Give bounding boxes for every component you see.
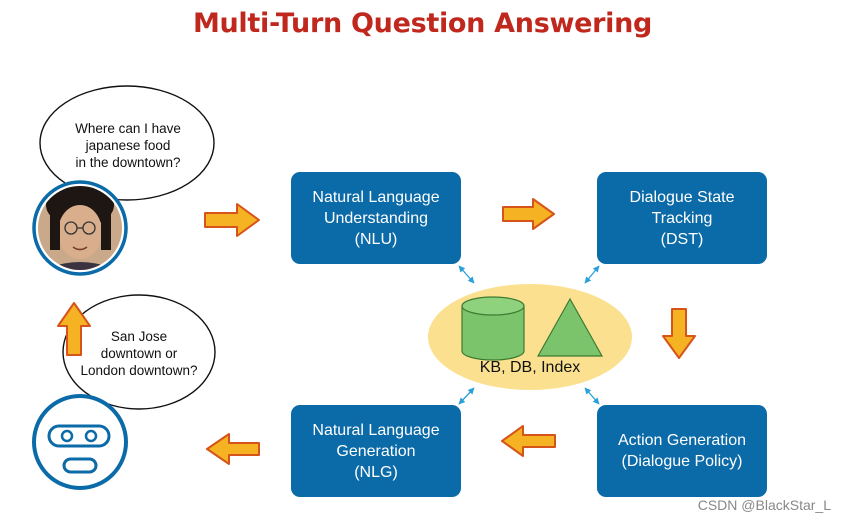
policy-label: (Dialogue Policy) <box>621 453 743 470</box>
arrow-policy-to-nlg <box>501 425 556 457</box>
nlg-label: (NLG) <box>354 463 398 481</box>
knowledge-label: KB, DB, Index <box>479 359 581 376</box>
nlu-label: (NLU) <box>354 230 398 248</box>
arrow-nlu-to-dst <box>502 198 555 230</box>
triangle-icon <box>536 297 604 357</box>
dst-label: Dialogue State <box>629 188 735 206</box>
arrow-nlg-to-system <box>206 433 260 465</box>
user-utterance: Where can I have japanese food in the do… <box>62 120 194 171</box>
system-utterance: San Jose downtown or London downtown? <box>64 328 214 379</box>
diagram-title: Multi-Turn Question Answering <box>192 8 653 39</box>
user-utterance-line: Where can I have <box>75 121 181 136</box>
dst-label: Tracking <box>651 209 713 227</box>
dst-label: (DST) <box>660 230 704 248</box>
knowledge-store <box>428 284 632 390</box>
dst-module: Dialogue State Tracking (DST) <box>597 172 767 264</box>
nlu-module: Natural Language Understanding (NLU) <box>291 172 461 264</box>
nlu-label: Understanding <box>323 209 429 227</box>
system-utterance-line: San Jose <box>110 329 168 344</box>
robot-icon <box>32 394 128 490</box>
arrow-user-to-nlu <box>204 203 260 237</box>
nlg-label: Generation <box>336 442 416 460</box>
system-utterance-line: downtown or <box>100 346 178 361</box>
policy-label: Action Generation <box>617 432 747 449</box>
arrow-system-to-user <box>57 302 91 356</box>
user-utterance-line: japanese food <box>85 138 171 153</box>
knowledge-connectors <box>458 265 600 405</box>
nlg-module: Natural Language Generation (NLG) <box>291 405 461 497</box>
nlg-label: Natural Language <box>312 421 440 439</box>
user-utterance-line: in the downtown? <box>75 155 181 170</box>
nlu-label: Natural Language <box>312 188 440 206</box>
policy-module: Action Generation (Dialogue Policy) <box>597 405 767 497</box>
arrow-dst-to-policy <box>662 308 696 359</box>
database-icon <box>461 296 525 361</box>
system-utterance-line: London downtown? <box>80 363 198 378</box>
watermark: CSDN @BlackStar_L <box>697 497 831 513</box>
user-avatar <box>32 180 128 276</box>
